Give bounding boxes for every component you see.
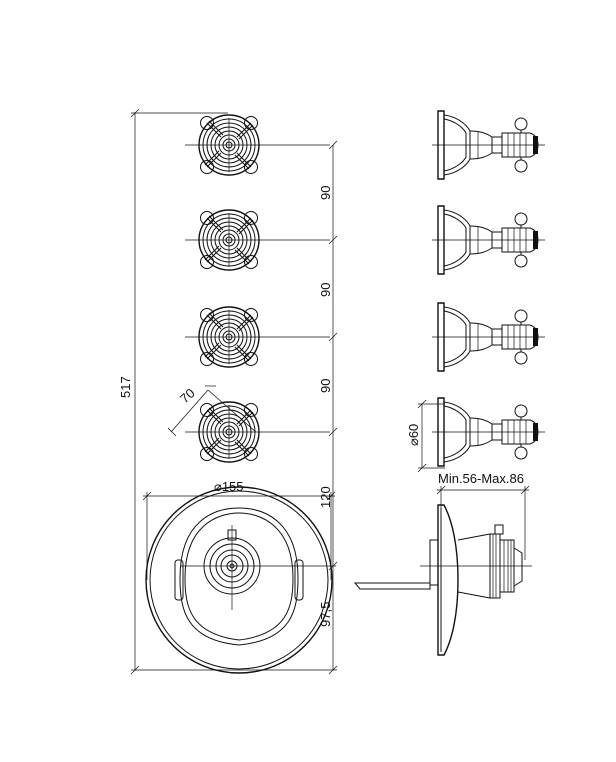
label-overall-height: 517 xyxy=(118,376,133,398)
side-view xyxy=(353,110,545,656)
label-handle-width: 70 xyxy=(177,385,198,406)
dimension-lines xyxy=(130,108,530,675)
valve-side-4 xyxy=(432,397,545,467)
valve-side-1 xyxy=(432,110,545,180)
trim-plate-side xyxy=(353,504,532,656)
front-view xyxy=(145,114,336,674)
label-depth-range: Min.56-Max.86 xyxy=(438,471,524,486)
label-plate-diameter: ⌀155 xyxy=(214,479,244,494)
dimension-labels: 517 90 90 90 120 97,5 70 ⌀155 ⌀60 Min.56… xyxy=(118,186,524,627)
label-spacing-1: 90 xyxy=(318,186,333,200)
trim-plate-front xyxy=(145,486,333,674)
label-spacing-4: 120 xyxy=(318,486,333,508)
label-lower-offset: 97,5 xyxy=(318,602,333,627)
label-spacing-2: 90 xyxy=(318,283,333,297)
label-knob-diameter: ⌀60 xyxy=(406,424,421,446)
valve-side-2 xyxy=(432,205,545,275)
label-spacing-3: 90 xyxy=(318,379,333,393)
valve-side-3 xyxy=(432,302,545,372)
